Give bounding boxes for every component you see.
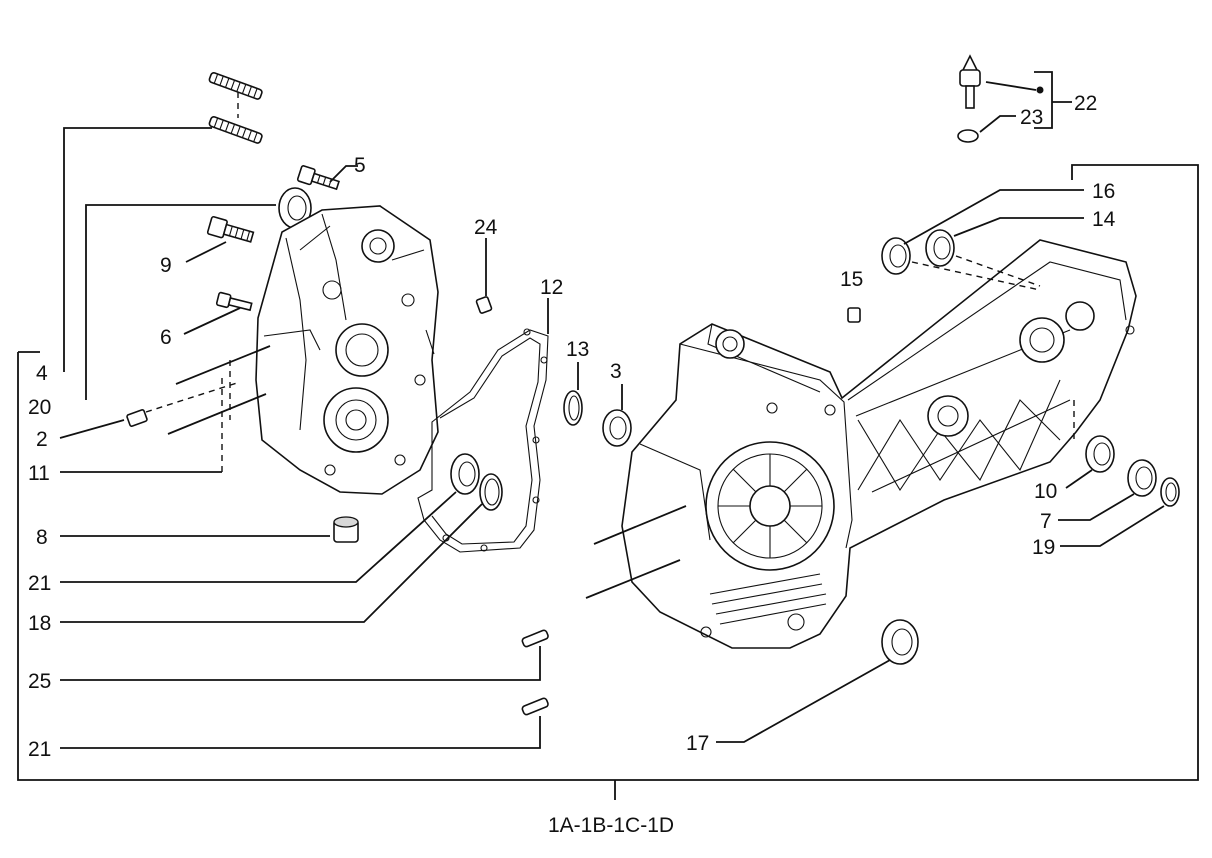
callout-19: 19: [1032, 536, 1055, 559]
gasket-3: [417, 328, 549, 553]
sensor-22: [959, 54, 981, 109]
callout-24: 25: [28, 670, 51, 693]
circlip-19: [1160, 477, 1180, 507]
bracket-4: [63, 127, 212, 372]
callout-9: 9: [160, 254, 172, 277]
dowel-15: [847, 307, 861, 323]
stud-pair: [208, 72, 263, 144]
bracket-20: [85, 204, 276, 400]
callout-23: 23: [1020, 106, 1043, 129]
washer-23: [957, 129, 979, 143]
dowel-12: [521, 697, 549, 716]
bearing-10: [1085, 435, 1115, 473]
screw-2: [126, 381, 241, 427]
left-crankcase-half: [255, 205, 439, 495]
callout-11: 11: [28, 462, 50, 485]
stud-11: [167, 345, 271, 472]
dowel-24: [521, 629, 549, 648]
callout-15: 15: [840, 268, 863, 291]
callout-17: 17: [686, 732, 709, 755]
o-ring-18: [479, 473, 503, 511]
callout-8: 8: [36, 526, 48, 549]
callout-2: 2: [36, 428, 48, 451]
dowel-13: [475, 296, 493, 314]
callout-4: 4: [36, 362, 48, 385]
assembly-footer-label: 1A-1B-1C-1D: [548, 814, 674, 837]
plug-8: [333, 516, 359, 543]
callout-22: 22: [1074, 92, 1097, 115]
callout-16: 16: [1092, 180, 1115, 203]
bearing-16: [881, 237, 911, 275]
bolt-5: [296, 165, 340, 191]
callout-18: 18: [28, 612, 51, 635]
callout-7: 7: [1040, 510, 1052, 533]
callout-12: 21: [28, 738, 51, 761]
callout-10: 10: [1034, 480, 1057, 503]
oil-seal-21-right: [602, 409, 632, 447]
bearing-17: [881, 619, 919, 665]
callout-14: 14: [1092, 208, 1116, 231]
callout-20: 20: [28, 396, 51, 419]
callout-6: 6: [160, 326, 172, 349]
right-crankcase-half: [621, 239, 1137, 649]
bolt-9: [206, 215, 255, 243]
ring-25: [563, 390, 583, 426]
bearing-14: [925, 229, 955, 267]
bearing-7: [1127, 459, 1157, 497]
callout-5: 5: [354, 154, 366, 177]
right-case-studs: [585, 505, 687, 599]
callout-21-right: 3: [610, 360, 622, 383]
oil-seal-21-left: [450, 453, 480, 495]
callout-21-left: 21: [28, 572, 51, 595]
callout-13: 24: [474, 216, 498, 239]
callout-25: 13: [566, 338, 589, 361]
callout-3: 12: [540, 276, 563, 299]
assembly-bracket: [17, 164, 1199, 781]
